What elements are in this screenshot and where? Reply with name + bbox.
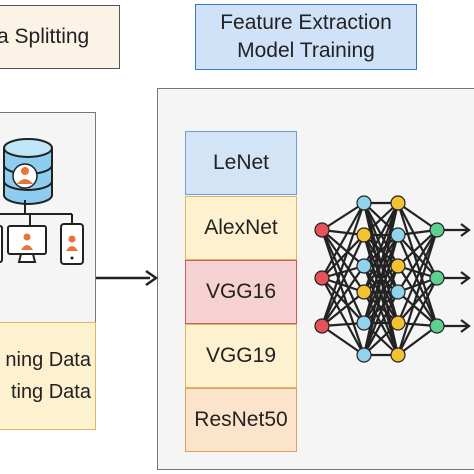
- feature-extraction-title-line1: Feature Extraction: [220, 11, 392, 34]
- feature-extraction-title: Feature Extraction Model Training: [195, 4, 417, 70]
- testing-data-label: ting Data: [10, 381, 91, 403]
- nn-node: [314, 318, 330, 334]
- nn-connection: [321, 229, 365, 267]
- nn-node: [429, 318, 445, 334]
- nn-connection: [362, 202, 400, 356]
- nn-connection: [362, 202, 400, 324]
- device-icon-partial: [0, 225, 3, 263]
- nn-connection: [396, 234, 439, 327]
- nn-connection: [320, 229, 366, 356]
- neural-network-icon: [314, 195, 471, 363]
- nn-node: [356, 227, 372, 243]
- data-splitting-title-text: a Splitting: [0, 25, 90, 48]
- nn-connection: [397, 234, 438, 279]
- nn-connection: [321, 229, 365, 293]
- nn-connection: [362, 202, 400, 293]
- nn-connection: [321, 202, 365, 231]
- model-box-vgg16: VGG16: [185, 260, 297, 324]
- user-icon: [12, 163, 38, 189]
- nn-connection: [397, 291, 438, 327]
- nn-node: [390, 258, 406, 274]
- nn-connection: [397, 229, 438, 267]
- nn-connection: [363, 322, 399, 356]
- nn-node: [356, 258, 372, 274]
- mobile-icon: [60, 223, 84, 265]
- split-data-box: ning Data ting Data: [0, 322, 96, 430]
- nn-node: [314, 270, 330, 286]
- data-splitting-title: a Splitting: [0, 5, 120, 69]
- nn-connection: [362, 265, 400, 356]
- nn-connection: [321, 277, 365, 324]
- nn-node: [356, 284, 372, 300]
- nn-connection: [321, 202, 365, 279]
- nn-connection: [396, 229, 439, 356]
- nn-connection: [321, 265, 365, 327]
- nn-connection: [321, 234, 365, 327]
- nn-node: [429, 222, 445, 238]
- arrow-icon: [96, 269, 159, 287]
- computer-icon: [7, 225, 47, 263]
- nn-connection: [320, 202, 366, 327]
- nn-connection: [397, 277, 438, 356]
- feature-extraction-title-line2: Model Training: [237, 39, 375, 62]
- nn-connection: [362, 234, 400, 356]
- nn-connection: [397, 229, 438, 293]
- model-box-resnet50: ResNet50: [185, 388, 297, 452]
- nn-connection: [321, 277, 365, 356]
- nn-node: [390, 227, 406, 243]
- model-box-alexnet: AlexNet: [185, 196, 297, 260]
- nn-node: [390, 195, 406, 211]
- nn-connection: [363, 202, 399, 267]
- nn-connection: [397, 202, 438, 279]
- nn-connection: [321, 325, 365, 356]
- nn-node: [314, 222, 330, 238]
- nn-connection: [321, 234, 365, 279]
- nn-node: [356, 347, 372, 363]
- nn-connection: [397, 202, 438, 231]
- nn-connection: [397, 277, 438, 324]
- nn-node: [390, 347, 406, 363]
- nn-connection: [397, 325, 438, 356]
- nn-node: [356, 195, 372, 211]
- nn-connection: [396, 202, 439, 327]
- nn-connection: [320, 229, 366, 324]
- model-box-lenet: LeNet: [185, 131, 297, 195]
- nn-node: [429, 270, 445, 286]
- nn-node: [356, 315, 372, 331]
- nn-node: [390, 284, 406, 300]
- nn-connection: [321, 291, 365, 327]
- nn-connection: [363, 202, 399, 236]
- nn-node: [390, 315, 406, 331]
- training-data-label: ning Data: [5, 349, 91, 371]
- model-box-vgg19: VGG19: [185, 324, 297, 388]
- nn-connection: [363, 291, 399, 356]
- nn-connection: [396, 229, 439, 324]
